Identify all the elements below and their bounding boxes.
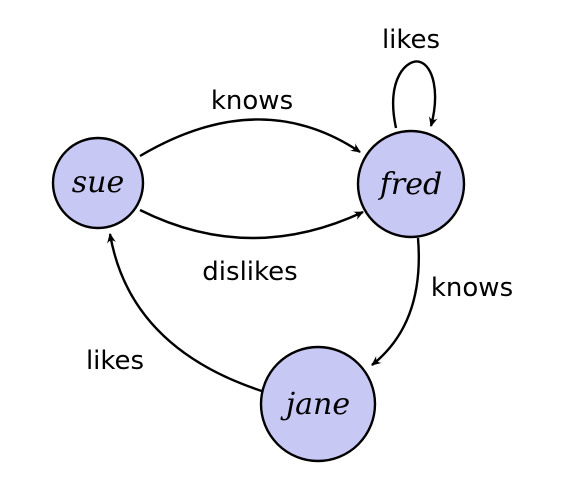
edge-fred-knows-jane [371,237,420,366]
node-jane-circle [259,345,377,463]
edge-fred-likes-fred [391,60,438,129]
node-jane-label: jane [280,387,350,422]
edge-sue-knows-fred [139,118,361,158]
edge-label-sue-knows-fred: knows [211,86,293,116]
edge-jane-likes-sue [107,233,269,395]
node-sue-label: sue [72,165,124,200]
edges [107,60,438,395]
node-fred-label: fred [378,167,442,202]
edge-label-jane-likes-sue: likes [86,346,144,376]
edge-sue-dislikes-fred [139,208,364,240]
node-fred-circle [356,129,466,239]
node-sue-circle [51,136,145,230]
node-jane: jane [259,345,377,463]
edge-label-sue-dislikes-fred: dislikes [202,257,297,287]
edge-labels: knows dislikes likes knows likes [86,25,513,376]
node-fred: fred [356,129,466,239]
node-sue: sue [51,136,145,230]
edge-label-fred-likes-fred: likes [382,25,440,55]
edge-label-fred-knows-jane: knows [431,273,513,303]
